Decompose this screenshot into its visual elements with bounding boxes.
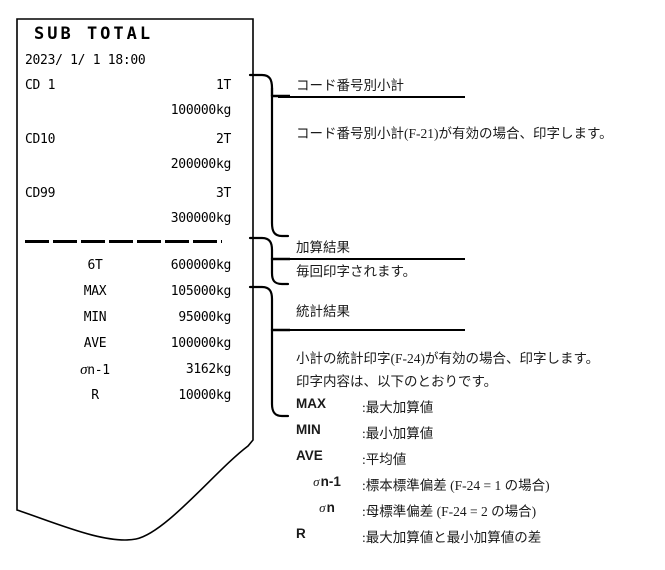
table-row: CD10 2T xyxy=(25,132,231,150)
definition-description: :母標準偏差 (F-24 = 2 の場合) xyxy=(362,504,537,519)
stat-label: R xyxy=(91,388,99,403)
table-row: CD 1 1T xyxy=(25,78,231,96)
code-count: 1T xyxy=(215,78,231,93)
total-label: 6T xyxy=(87,258,103,273)
code-weight: 200000kg xyxy=(170,157,232,172)
definition-description: :最大加算値 xyxy=(362,400,434,415)
table-row: 6T 600000kg xyxy=(25,258,231,276)
receipt-title: SUB TOTAL xyxy=(34,24,154,44)
stat-value: 95000kg xyxy=(178,310,231,325)
receipt-paper: SUB TOTAL 2023/ 1/ 1 18:00 CD 1 1T 10000… xyxy=(16,18,254,543)
definition-term: AVE xyxy=(296,448,323,463)
code-label: CD10 xyxy=(25,132,56,147)
stat-label: AVE xyxy=(83,336,107,351)
annotation-heading-addition-result: 加算結果 xyxy=(296,240,350,255)
annotation-heading-statistics-result: 統計結果 xyxy=(296,304,350,319)
table-row: R 10000kg xyxy=(25,388,231,406)
sigma-icon: σ xyxy=(313,474,320,489)
stat-label: σn-1 xyxy=(80,362,110,378)
heading-rule xyxy=(278,258,465,260)
annotation-body-statistics-line1: 小計の統計印字(F-24)が有効の場合、印字します。 xyxy=(296,351,600,366)
annotation-body-addition-result: 毎回印字されます。 xyxy=(296,264,417,279)
stat-value: 105000kg xyxy=(170,284,232,299)
heading-rule xyxy=(278,329,465,331)
stat-label: MIN xyxy=(83,310,107,325)
stat-value: 3162kg xyxy=(185,362,231,377)
heading-rule xyxy=(278,96,465,98)
total-value: 600000kg xyxy=(170,258,232,273)
receipt-outline-shape xyxy=(16,18,254,541)
definition-term: MIN xyxy=(296,422,321,437)
stat-value: 100000kg xyxy=(170,336,232,351)
definition-term: MAX xyxy=(296,396,326,411)
code-count: 2T xyxy=(215,132,231,147)
definition-description: :最大加算値と最小加算値の差 xyxy=(362,530,542,545)
table-row: AVE 100000kg xyxy=(25,336,232,354)
annotation-body-statistics-line2: 印字内容は、以下のとおりです。 xyxy=(296,374,498,389)
annotation-heading-code-subtotal: コード番号別小計 xyxy=(296,78,404,93)
receipt-datetime: 2023/ 1/ 1 18:00 xyxy=(25,53,146,68)
table-row: σn-1 3162kg xyxy=(25,362,231,380)
table-row: 100000kg xyxy=(25,103,232,121)
table-row: CD99 3T xyxy=(25,186,231,204)
definition-term: R xyxy=(296,526,306,541)
table-row: MIN 95000kg xyxy=(25,310,232,328)
definition-description: :平均値 xyxy=(362,452,407,467)
code-count: 3T xyxy=(215,186,231,201)
brace-connectors xyxy=(248,73,290,418)
definition-description: :標本標準偏差 (F-24 = 1 の場合) xyxy=(362,478,550,493)
table-row: MAX 105000kg xyxy=(25,284,232,302)
code-label: CD99 xyxy=(25,186,56,201)
definition-term: σ n xyxy=(319,500,335,515)
annotation-body-code-subtotal: コード番号別小計(F-21)が有効の場合、印字します。 xyxy=(296,126,613,141)
stat-label: MAX xyxy=(83,284,107,299)
stat-value: 10000kg xyxy=(178,388,231,403)
code-weight: 100000kg xyxy=(170,103,232,118)
definition-description: :最小加算値 xyxy=(362,426,434,441)
definition-term: σ n-1 xyxy=(313,474,341,489)
sigma-icon: σ xyxy=(319,500,326,515)
code-weight: 300000kg xyxy=(170,211,232,226)
code-label: CD 1 xyxy=(25,78,56,93)
table-row: 200000kg xyxy=(25,157,232,175)
sigma-icon: σ xyxy=(80,362,88,378)
receipt-separator xyxy=(25,240,222,243)
table-row: 300000kg xyxy=(25,211,232,229)
